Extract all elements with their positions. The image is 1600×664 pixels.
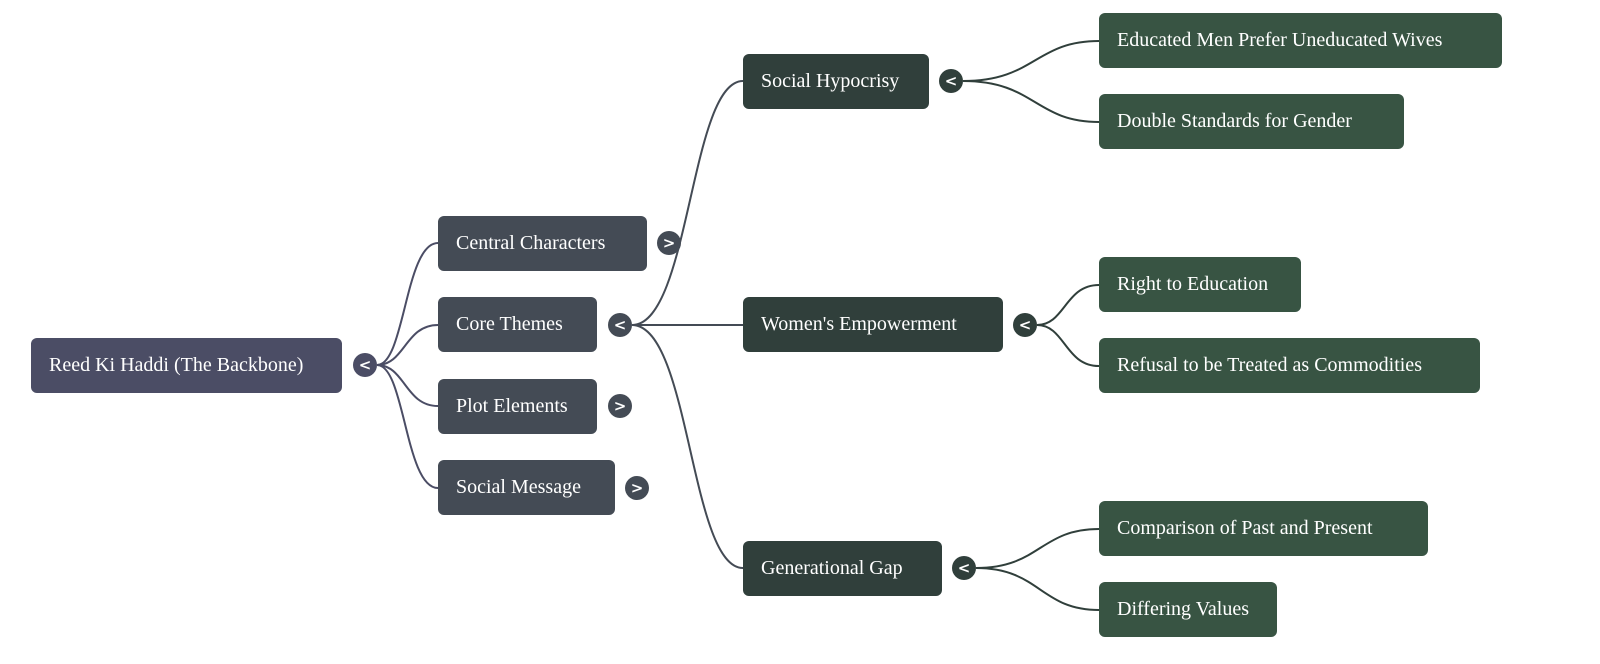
node-generational-gap[interactable]: Generational Gap xyxy=(743,541,942,596)
node-label: Core Themes xyxy=(456,313,563,335)
node-educated-men-prefer-uneducated-wives[interactable]: Educated Men Prefer Uneducated Wives xyxy=(1099,13,1502,68)
node-central-characters[interactable]: Central Characters xyxy=(438,216,647,271)
node-label: Central Characters xyxy=(456,232,606,254)
node-label: Social Message xyxy=(456,476,581,498)
collapse-icon[interactable]: < xyxy=(353,353,377,377)
connector-empowerment-refusal xyxy=(1036,324,1100,367)
node-label: Differing Values xyxy=(1117,598,1250,620)
node-label: Women's Empowerment xyxy=(761,313,957,335)
node-label: Refusal to be Treated as Commodities xyxy=(1117,354,1422,376)
node-label: Social Hypocrisy xyxy=(761,70,900,92)
expand-icon[interactable]: > xyxy=(608,394,632,418)
node-plot-elements[interactable]: Plot Elements xyxy=(438,379,597,434)
node-label: Educated Men Prefer Uneducated Wives xyxy=(1117,29,1443,51)
connector-root-plot-elements xyxy=(376,364,439,407)
node-label: Double Standards for Gender xyxy=(1117,110,1352,132)
connector-root-social-message xyxy=(376,364,439,489)
node-differing-values[interactable]: Differing Values xyxy=(1099,582,1277,637)
node-refusal-to-be-treated-as-commodities[interactable]: Refusal to be Treated as Commodities xyxy=(1099,338,1480,393)
connector-root-central-characters xyxy=(376,242,439,366)
expand-icon[interactable]: > xyxy=(657,231,681,255)
collapse-icon[interactable]: < xyxy=(1013,313,1037,337)
node-label: Generational Gap xyxy=(761,557,903,579)
node-social-message[interactable]: Social Message xyxy=(438,460,615,515)
node-comparison-of-past-and-present[interactable]: Comparison of Past and Present xyxy=(1099,501,1428,556)
connector-gap-differing-values xyxy=(975,567,1100,611)
connector-hypocrisy-educated-men xyxy=(962,40,1100,82)
node-label: Right to Education xyxy=(1117,273,1269,295)
node-root[interactable]: Reed Ki Haddi (The Backbone) xyxy=(31,338,342,393)
connector-empowerment-right-education xyxy=(1036,284,1100,326)
connector-gap-comparison xyxy=(975,528,1100,569)
node-double-standards-for-gender[interactable]: Double Standards for Gender xyxy=(1099,94,1404,149)
collapse-icon[interactable]: < xyxy=(608,313,632,337)
node-social-hypocrisy[interactable]: Social Hypocrisy xyxy=(743,54,929,109)
expand-icon[interactable]: > xyxy=(625,476,649,500)
collapse-icon[interactable]: < xyxy=(939,69,963,93)
connector-root-core-themes xyxy=(376,324,439,366)
node-core-themes[interactable]: Core Themes xyxy=(438,297,597,352)
connector-hypocrisy-double-standards xyxy=(962,80,1100,123)
node-womens-empowerment[interactable]: Women's Empowerment xyxy=(743,297,1003,352)
node-label: Reed Ki Haddi (The Backbone) xyxy=(49,354,304,376)
collapse-icon[interactable]: < xyxy=(952,556,976,580)
node-label: Plot Elements xyxy=(456,395,568,417)
node-right-to-education[interactable]: Right to Education xyxy=(1099,257,1301,312)
connector-core-social-hypocrisy xyxy=(631,80,744,326)
connector-core-generational-gap xyxy=(631,324,744,569)
node-label: Comparison of Past and Present xyxy=(1117,517,1373,539)
